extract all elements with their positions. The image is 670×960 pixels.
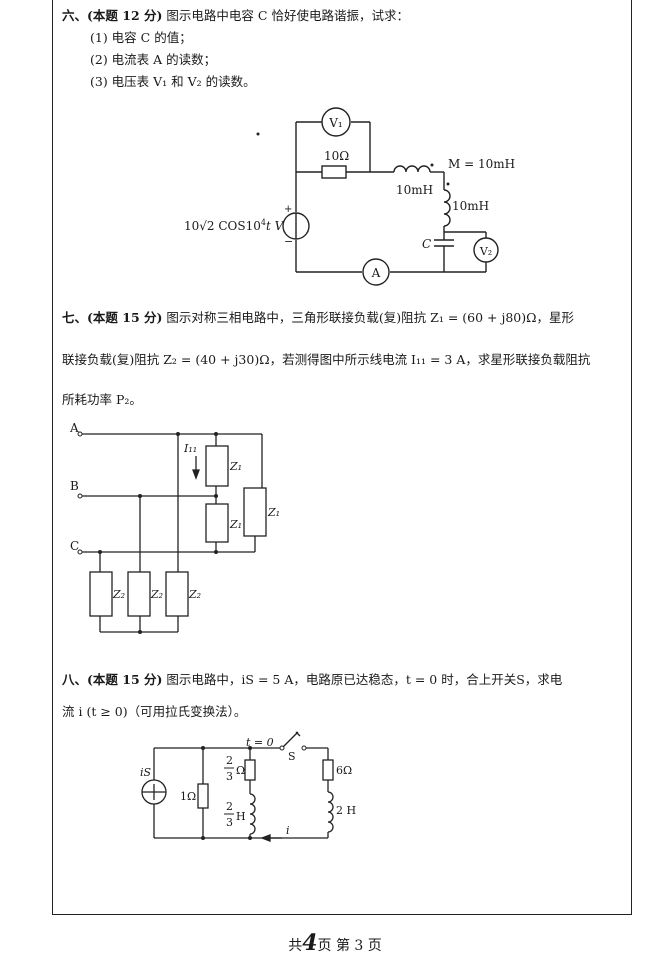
q6-item-3: (3) 电压表 V₁ 和 V₂ 的读数。 [90, 74, 256, 89]
l2-label: 2 H [336, 804, 356, 817]
page-frame [52, 0, 632, 915]
current-label: I₁₁ [183, 442, 197, 455]
z2-label-3: Z₂ [188, 588, 201, 601]
source-label: 10√2 COS104t V [184, 218, 285, 233]
plus-sign: + [284, 204, 292, 215]
q7-line-2: 联接负载(复)阻抗 Z₂ = (40 + j30)Ω，若测得图中所示线电流 I₁… [62, 352, 591, 367]
cap-label: C [422, 237, 431, 251]
l1-num: 2 [226, 800, 233, 813]
switch-time-label: t = 0 [246, 736, 274, 749]
l1-label: 10mH [396, 183, 433, 197]
q6-heading: 六、(本题 12 分) 图示电路中电容 C 恰好使电路谐振，试求： [62, 8, 409, 23]
z1-top-label: Z₁ [229, 460, 242, 473]
l1-unit: H [236, 810, 246, 823]
z1-right-label: Z₁ [267, 506, 280, 519]
r2-unit: Ω [236, 764, 245, 777]
r3-label: 6Ω [336, 764, 352, 777]
l2-label: 10mH [452, 199, 489, 213]
mutual-label: M = 10mH [448, 157, 515, 171]
phase-b-label: B [70, 479, 79, 493]
phase-c-label: C [70, 539, 79, 553]
r1-label: 1Ω [180, 790, 196, 803]
z1-mid-label: Z₁ [229, 518, 242, 531]
q7-line-3: 所耗功率 P₂。 [62, 392, 142, 407]
phase-a-label: A [69, 421, 79, 435]
i-label: i [286, 824, 290, 837]
z2-label-2: Z₂ [150, 588, 163, 601]
r2-num: 2 [226, 754, 233, 767]
resistor-label: 10Ω [324, 149, 349, 163]
is-label: iS [140, 766, 152, 779]
v1-label: V₁ [328, 116, 342, 130]
switch-label: S [288, 750, 296, 763]
r2-den: 3 [226, 770, 233, 783]
q8-line-1: 八、(本题 15 分) 图示电路中，iS = 5 A，电路原已达稳态，t = 0… [62, 672, 563, 687]
ammeter-label: A [371, 266, 381, 280]
q8-line-2: 流 i (t ≥ 0)（可用拉氏变换法）。 [62, 704, 247, 719]
q6-item-1: (1) 电容 C 的值； [90, 30, 192, 45]
z2-label-1: Z₂ [112, 588, 125, 601]
q6-item-2: (2) 电流表 A 的读数； [90, 52, 217, 67]
minus-sign: − [284, 235, 293, 248]
q7-line-1: 七、(本题 15 分) 图示对称三相电路中，三角形联接负载(复)阻抗 Z₁ = … [62, 310, 574, 325]
v2-label: V₂ [479, 245, 492, 258]
page-footer: 共4页 第 3 页 [288, 930, 382, 956]
l1-den: 3 [226, 816, 233, 829]
